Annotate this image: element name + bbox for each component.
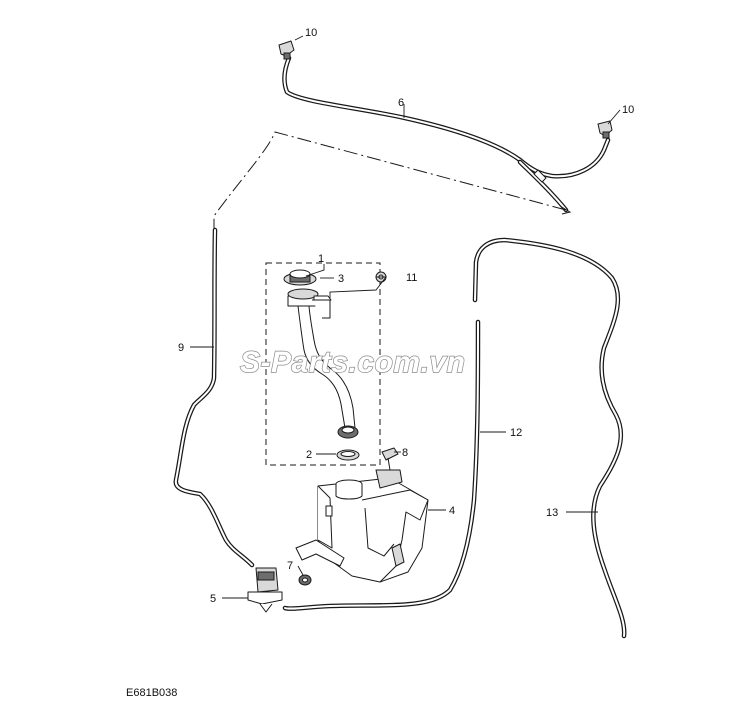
watermark: S-Parts.com.vn	[240, 346, 465, 379]
callout-13: 13	[546, 507, 558, 519]
washer-jet-10-left	[278, 40, 295, 60]
filler-cap-3	[283, 269, 317, 286]
callout-4: 4	[449, 505, 455, 517]
hose-12	[282, 319, 481, 611]
callout-12: 12	[510, 427, 522, 439]
grommet-7	[298, 574, 312, 586]
washer-jet-hose-6	[282, 55, 611, 213]
filler-neck	[287, 288, 356, 429]
washer-pump-5	[247, 567, 283, 613]
connection-line	[213, 131, 567, 232]
washer-reservoir-4	[295, 469, 429, 583]
callout-11: 11	[406, 272, 417, 284]
callout-2: 2	[306, 449, 312, 461]
callout-9: 9	[178, 342, 184, 354]
leader-lines	[190, 35, 621, 599]
seal-2	[336, 425, 360, 461]
callout-3: 3	[338, 273, 344, 285]
washer-jet-10-right	[597, 120, 613, 139]
callout-8: 8	[402, 447, 408, 459]
filler-assembly-box-1	[265, 262, 381, 466]
callout-6: 6	[398, 97, 404, 109]
callout-10-left: 10	[305, 27, 317, 39]
callout-labels: 1 2 3 4 5 6 7 8 9 10 10 11 12 13	[178, 27, 634, 605]
figure-code: E681B038	[126, 687, 177, 699]
callout-5: 5	[210, 593, 216, 605]
hose-9	[173, 227, 255, 568]
callout-7: 7	[287, 560, 293, 572]
clip-8	[381, 447, 399, 471]
hose-13	[472, 237, 627, 639]
callout-10-right: 10	[622, 104, 634, 116]
callout-1: 1	[318, 253, 324, 265]
